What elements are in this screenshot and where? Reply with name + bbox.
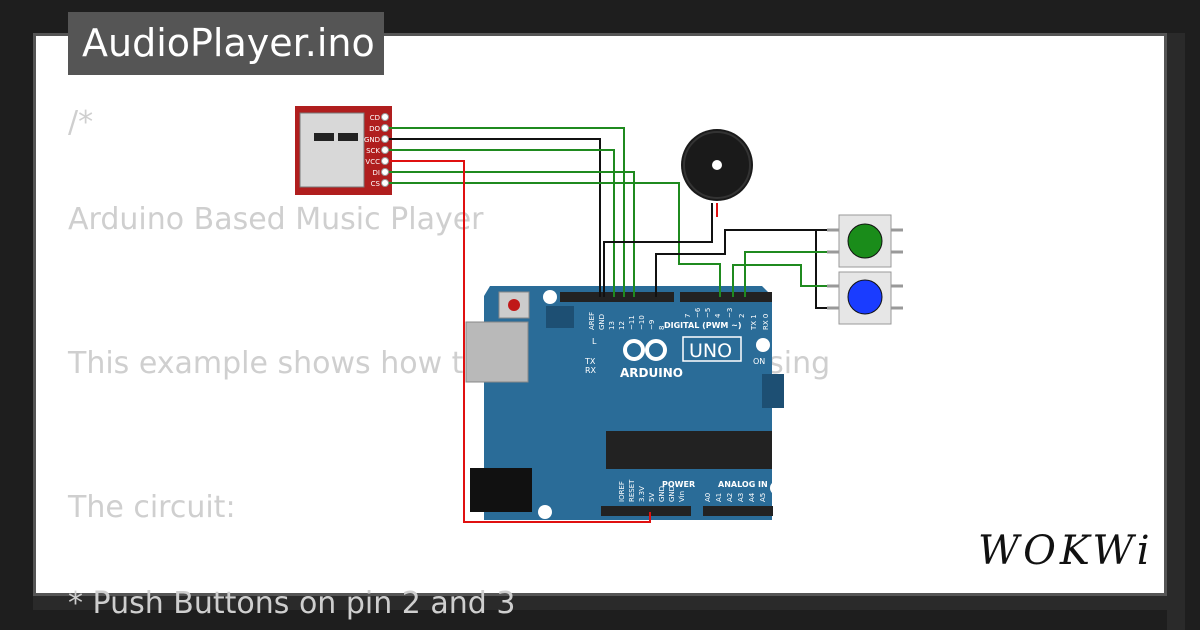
sd-contact — [338, 133, 358, 141]
wire-sck — [389, 149, 615, 297]
piezo-buzzer[interactable] — [681, 129, 753, 201]
pin-label: RESET — [628, 479, 636, 502]
pin-label: ~6 — [694, 307, 702, 318]
rx-led-label: RX — [585, 366, 597, 375]
mounting-hole — [756, 338, 770, 352]
pin-label: 13 — [608, 321, 616, 330]
wire-do — [389, 127, 625, 297]
pin-label: IOREF — [618, 481, 626, 502]
arduino-logo-icon — [623, 339, 667, 361]
pin-label: A2 — [726, 493, 734, 502]
pin-label: 2 — [738, 314, 746, 318]
pin-label: RX 0 — [762, 314, 770, 330]
power-header — [601, 506, 691, 516]
pin-label: A5 — [759, 493, 767, 502]
code-line-2: Arduino Based Music Player — [68, 202, 484, 237]
arduino-uno-board[interactable]: ARDUINO UNO DIGITAL (PWM ~) POWER ANALOG… — [465, 286, 784, 520]
pin-label: ~3 — [726, 308, 734, 318]
wire-button-gnd — [655, 229, 827, 297]
pin-label: GND — [658, 486, 666, 502]
analog-header — [703, 506, 773, 516]
sketch-title: AudioPlayer.ino — [68, 12, 384, 75]
wire-button-gnd-2 — [815, 229, 827, 309]
wire-cs — [389, 182, 721, 297]
pin-label: AREF — [588, 312, 596, 330]
icsp-header-2 — [762, 374, 784, 408]
digital-header-high — [560, 292, 674, 302]
reset-button-cap[interactable] — [508, 299, 520, 311]
sd-pin-label: SCK — [366, 147, 380, 155]
digital-pwm-label: DIGITAL (PWM ~) — [664, 321, 742, 330]
digital-header-low — [680, 292, 772, 302]
wire-button-blue — [732, 264, 827, 297]
wire-buzzer-gnd — [603, 203, 713, 297]
uno-badge — [682, 336, 742, 362]
sd-pin-label: DI — [373, 169, 380, 177]
pin-label: 4 — [714, 313, 722, 318]
pin-label: ~9 — [648, 320, 656, 330]
sd-pin-label: CD — [370, 114, 380, 122]
push-button-blue[interactable] — [827, 271, 903, 325]
card-shadow-bottom — [33, 596, 1185, 610]
card-shadow-right — [1167, 33, 1185, 630]
sd-card-module[interactable]: CD DO GND SCK VCC DI CS — [295, 106, 392, 195]
mounting-hole — [538, 505, 552, 519]
mounting-hole — [770, 481, 784, 495]
wire-gnd — [389, 138, 601, 297]
pin-label: ~5 — [704, 308, 712, 318]
push-button-green[interactable] — [827, 214, 903, 268]
sd-pin-pads — [381, 113, 389, 187]
analog-pin-labels: A0 A1 A2 A3 A4 A5 — [704, 492, 767, 502]
pin-label: 7 — [684, 314, 692, 318]
usb-port — [465, 321, 529, 383]
code-line-1: /* — [68, 105, 94, 140]
wire-button-green — [744, 251, 827, 297]
pin-label: A0 — [704, 493, 712, 502]
pin-label: 12 — [618, 321, 626, 330]
pin-label: A4 — [748, 492, 756, 502]
icsp-header — [546, 306, 574, 328]
pin-label: A3 — [737, 493, 745, 502]
wires — [389, 127, 827, 523]
pin-label: Vin — [678, 491, 686, 502]
pin-label: GND — [668, 486, 676, 502]
analog-in-label: ANALOG IN — [718, 480, 768, 489]
pin-label: 5V — [648, 493, 656, 502]
pin-label: ~10 — [638, 315, 646, 330]
code-line-4: The circuit: — [68, 490, 236, 525]
l-led-label: L — [592, 337, 597, 346]
arduino-brand-text: ARDUINO — [620, 366, 683, 380]
sd-pin-label: DO — [369, 125, 380, 133]
pin-label: A1 — [715, 493, 723, 502]
sd-slot — [299, 112, 365, 188]
power-label: POWER — [662, 480, 695, 489]
sd-pin-label: GND — [364, 136, 380, 144]
mounting-hole — [543, 290, 557, 304]
pin-label: ~11 — [628, 315, 636, 330]
wire-vcc — [389, 160, 651, 523]
power-jack — [470, 468, 532, 512]
wire-di — [389, 171, 635, 297]
pin-label: 3.3V — [638, 486, 646, 502]
on-led-label: ON — [753, 357, 765, 366]
sd-pin-labels: CD DO GND SCK VCC DI CS — [364, 114, 381, 188]
pin-label: GND — [598, 314, 606, 330]
atmega-chip — [606, 431, 772, 469]
code-line-5: * Push Buttons on pin 2 and 3 — [68, 586, 516, 621]
power-pin-labels: IOREF RESET 3.3V 5V GND GND Vin — [618, 479, 686, 502]
sd-pin-label: VCC — [365, 158, 380, 166]
digital-pin-labels: AREF GND 13 12 ~11 ~10 ~9 8 7 ~6 ~5 4 ~3… — [588, 307, 770, 331]
wokwi-logo: WOKWi — [978, 528, 1154, 574]
pin-label: TX 1 — [750, 314, 758, 331]
buzzer-hole — [712, 160, 722, 170]
blue-button-cap[interactable] — [847, 279, 883, 315]
tx-led-label: TX — [584, 357, 596, 366]
sd-pin-label: CS — [371, 180, 381, 188]
pin-label: 8 — [658, 326, 666, 330]
sd-contact — [314, 133, 334, 141]
uno-model-text: UNO — [689, 340, 732, 362]
green-button-cap[interactable] — [847, 223, 883, 259]
